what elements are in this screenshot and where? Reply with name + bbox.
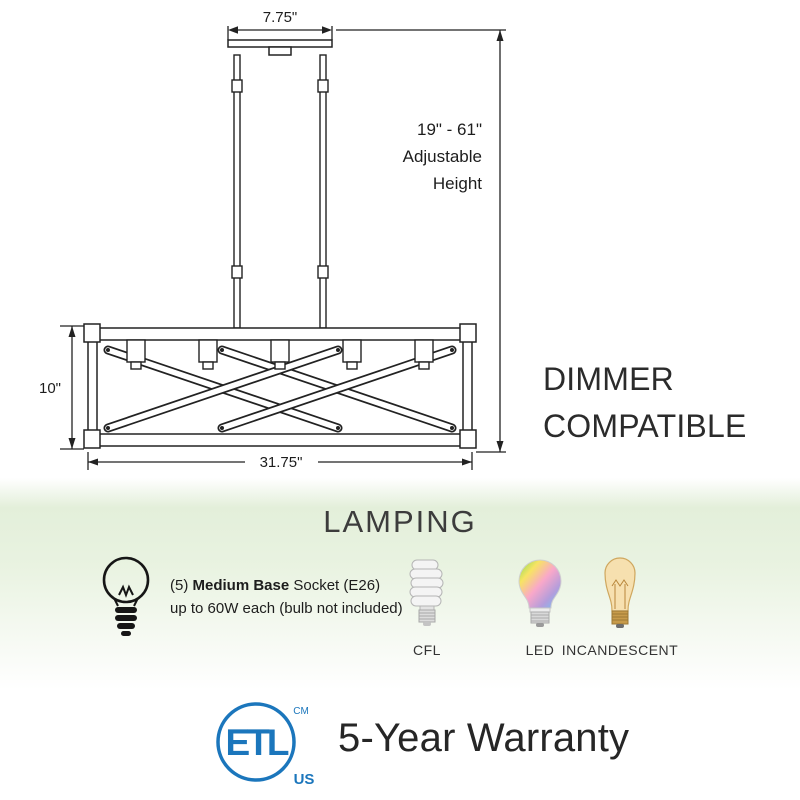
socket-base-type: Medium Base bbox=[192, 577, 290, 594]
fixture-width-label: 31.75" bbox=[260, 454, 303, 471]
led-bulb-icon bbox=[518, 559, 562, 627]
fixture-frame bbox=[83, 323, 477, 449]
dimension-adjustable-height: 19" - 61" Adjustable Height bbox=[336, 29, 506, 453]
etl-logo: ETL CM US bbox=[216, 702, 315, 788]
chandelier-diagram: 7.75" bbox=[39, 9, 506, 471]
incandescent-label: INCANDESCENT bbox=[561, 642, 679, 658]
downrods bbox=[231, 54, 329, 329]
dimension-fixture-width: 31.75" bbox=[87, 452, 473, 471]
fixture-height-label: 10" bbox=[39, 380, 61, 397]
warranty-text: 5-Year Warranty bbox=[338, 716, 630, 760]
height-label: Height bbox=[433, 174, 482, 193]
dimmer-line1: DIMMER bbox=[543, 361, 674, 397]
canopy bbox=[227, 39, 333, 56]
footer-section: ETL CM US 5-Year Warranty bbox=[0, 690, 800, 800]
socket-type-suffix: Socket (E26) bbox=[289, 577, 381, 594]
etl-text: ETL bbox=[226, 722, 289, 763]
dimension-fixture-height: 10" bbox=[39, 325, 84, 450]
led-label: LED bbox=[525, 642, 555, 658]
socket-spec-line1: (5) Medium Base Socket (E26) bbox=[170, 574, 403, 597]
cfl-bulb-icon bbox=[409, 559, 444, 626]
dimmer-compatible-text: DIMMER COMPATIBLE bbox=[543, 356, 747, 451]
socket-spec-text: (5) Medium Base Socket (E26) up to 60W e… bbox=[170, 574, 403, 621]
dimmer-line2: COMPATIBLE bbox=[543, 408, 747, 445]
socket-spec-line2: up to 60W each (bulb not included) bbox=[170, 600, 403, 618]
chandelier-diagram-area: 7.75" bbox=[39, 9, 747, 471]
lamping-section: LAMPING (5) Medium Base Socket (E26) up … bbox=[0, 478, 800, 690]
lamping-title: LAMPING bbox=[323, 504, 477, 539]
etl-us-text: US bbox=[294, 771, 315, 788]
cfl-label: CFL bbox=[413, 642, 441, 658]
socket-count: (5) bbox=[170, 577, 193, 594]
adjustable-label: Adjustable bbox=[403, 147, 482, 166]
light-bulb-icon bbox=[102, 556, 150, 636]
sockets bbox=[126, 339, 434, 370]
dimension-canopy-width: 7.75" bbox=[227, 9, 333, 40]
etl-cm-text: CM bbox=[293, 706, 309, 717]
canopy-width-label: 7.75" bbox=[263, 9, 298, 26]
incandescent-bulb-icon bbox=[604, 557, 636, 628]
lattice-braces bbox=[103, 345, 457, 433]
height-range-label: 19" - 61" bbox=[417, 120, 482, 139]
